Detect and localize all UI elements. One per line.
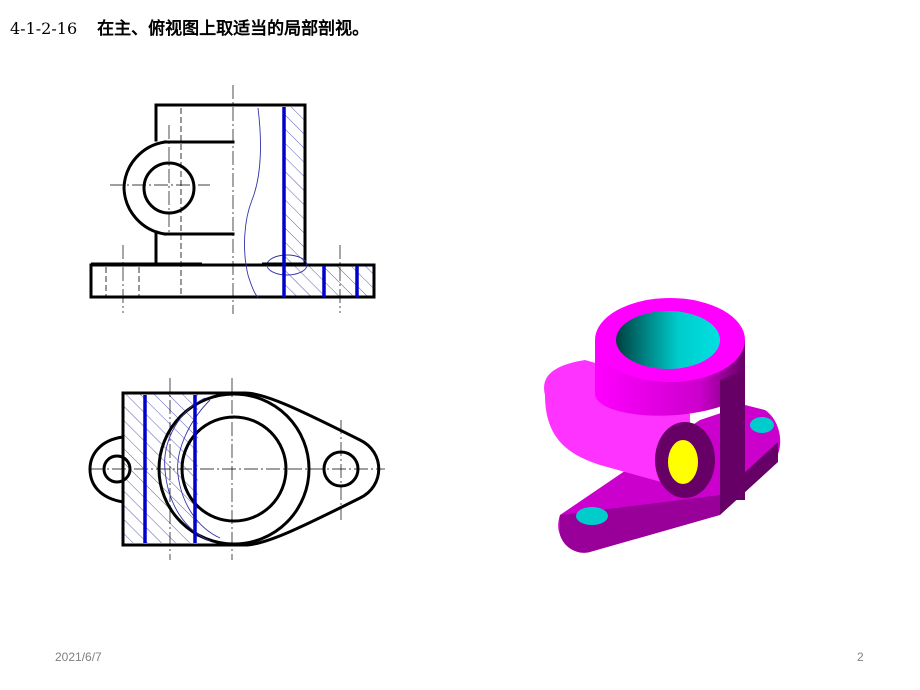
iso-model	[544, 298, 781, 553]
top-view	[88, 378, 385, 560]
exercise-instruction: 在主、俯视图上取适当的局部剖视。	[97, 19, 370, 39]
exercise-number: 4-1-2-16	[10, 19, 78, 38]
front-view	[89, 85, 376, 314]
slide-title: 4-1-2-16 在主、俯视图上取适当的局部剖视。	[10, 14, 369, 39]
page-number: 2	[857, 650, 864, 664]
footer-date: 2021/6/7	[55, 650, 102, 664]
